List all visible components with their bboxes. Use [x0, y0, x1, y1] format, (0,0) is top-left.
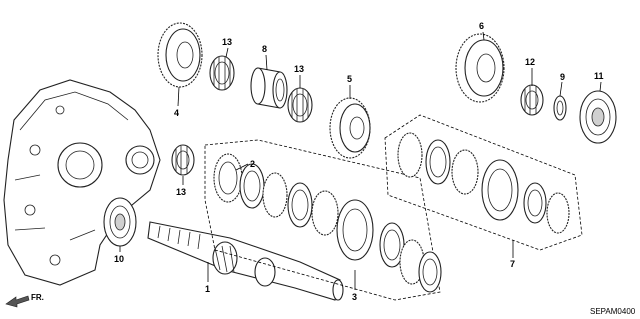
callout-4: 4 — [174, 108, 179, 118]
part-10-bearing — [103, 197, 137, 247]
part-4-gear — [157, 22, 203, 88]
part-5-gear — [329, 97, 371, 159]
synchro-assembly-7-frame — [384, 114, 583, 251]
callout-13-middle: 13 — [294, 64, 304, 74]
callout-6: 6 — [479, 21, 484, 31]
callout-3: 3 — [352, 292, 357, 302]
part-8-collar — [250, 67, 288, 109]
callout-2: 2 — [250, 159, 255, 169]
callout-1: 1 — [205, 284, 210, 294]
diagram-code: SEPAM0400 — [590, 307, 636, 316]
front-direction-indicator: FR. — [5, 293, 44, 308]
callout-8: 8 — [262, 44, 267, 54]
callout-10: 10 — [114, 254, 124, 264]
synchro-assembly-3-frame — [204, 139, 441, 301]
part-13-needle-bearing-lower — [171, 144, 195, 176]
part-6-gear — [455, 33, 505, 103]
callout-5: 5 — [347, 74, 352, 84]
transmission-case — [3, 79, 161, 286]
callout-12: 12 — [525, 57, 535, 67]
part-12-needle-bearing — [520, 84, 544, 116]
part-1-mainshaft — [147, 221, 344, 301]
front-direction-label: FR. — [31, 293, 44, 302]
part-13-needle-bearing-middle — [287, 87, 313, 123]
leader-lines — [119, 31, 602, 290]
part-9-collar — [553, 95, 567, 121]
callout-13-upper: 13 — [222, 37, 232, 47]
synchro-assembly-3-parts — [213, 153, 442, 293]
front-arrow-icon — [5, 295, 30, 308]
callout-labels: 4 13 8 13 5 13 2 10 1 3 6 12 9 11 7 — [114, 21, 604, 302]
callout-7: 7 — [510, 259, 515, 269]
callout-13-lower: 13 — [176, 187, 186, 197]
callout-9: 9 — [560, 72, 565, 82]
part-11-bearing — [579, 90, 617, 144]
synchro-assembly-7-parts — [397, 132, 570, 234]
part-13-needle-bearing-upper — [209, 55, 235, 91]
callout-11: 11 — [594, 71, 604, 81]
